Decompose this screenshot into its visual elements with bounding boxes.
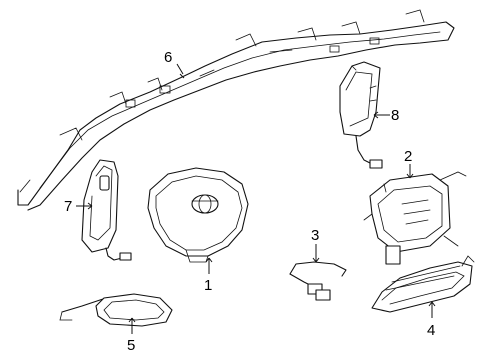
callout-label-8: 8: [391, 107, 399, 124]
part-2-passenger-airbag: [363, 171, 467, 265]
part-4-lower-airbag-module: [371, 255, 475, 313]
callout-label-1: 1: [204, 277, 212, 294]
callout-5: 5: [127, 317, 136, 354]
callout-2: 2: [404, 148, 414, 179]
callout-7: 7: [64, 198, 93, 215]
part-7-knee-airbag: [81, 159, 132, 261]
callout-label-4: 4: [427, 322, 435, 339]
callout-8: 8: [373, 107, 399, 124]
part-5-lower-trim-bracket: [59, 293, 173, 327]
part-3-spiral-cable-harness: [289, 261, 347, 301]
callout-label-5: 5: [127, 337, 135, 354]
part-1-steering-wheel-airbag: [147, 167, 249, 263]
callout-4: 4: [427, 301, 436, 339]
callout-6: 6: [164, 49, 185, 79]
callout-1: 1: [204, 257, 213, 294]
part-6-curtain-airbag: [17, 9, 455, 211]
callout-label-6: 6: [164, 49, 172, 66]
part-8-side-airbag-module: [339, 61, 383, 169]
callout-label-2: 2: [404, 148, 412, 165]
callout-label-7: 7: [64, 198, 72, 215]
callout-label-3: 3: [311, 227, 319, 244]
callout-3: 3: [311, 227, 320, 263]
